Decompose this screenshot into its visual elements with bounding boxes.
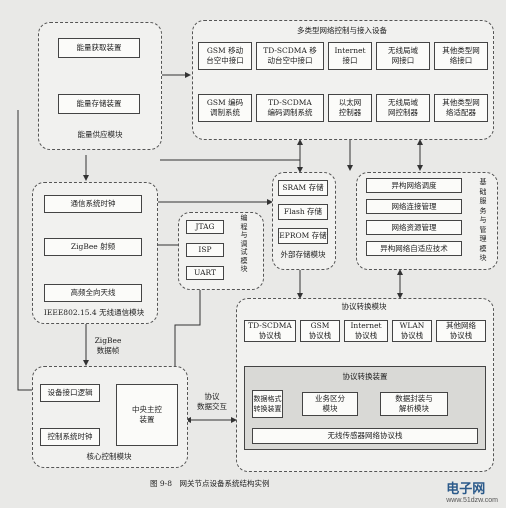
wlan-controller: 无线局域 网控制器 bbox=[376, 94, 430, 122]
comm-clock-box: 通信系统时钟 bbox=[44, 195, 142, 213]
site-watermark: 电子网 www.51dzw.com bbox=[446, 478, 498, 504]
multi-network-title: 多类型网络控制与接入设备 bbox=[297, 26, 387, 35]
jtag-box: JTAG bbox=[186, 220, 224, 234]
hetero-schedule-box: 异构网络调度 bbox=[366, 178, 462, 193]
watermark-brand: 电子网 bbox=[446, 481, 486, 496]
power-line-storage bbox=[160, 159, 303, 173]
gsm-codec: GSM 编码 调制系统 bbox=[198, 94, 252, 122]
isp-box: ISP bbox=[186, 243, 224, 257]
format-convert-box: 数据格式 转换装置 bbox=[252, 390, 283, 418]
tdscdma-stack: TD-SCDMA 协议栈 bbox=[244, 320, 296, 342]
multi-network-group bbox=[192, 20, 494, 140]
zigbee-module-label: IEEE802.15.4 无线通信模块 bbox=[43, 308, 145, 317]
device-interface-box: 设备接口逻辑 bbox=[40, 384, 100, 402]
antenna-box: 高频全向天线 bbox=[44, 284, 142, 302]
ethernet-controller: 以太网 控制器 bbox=[328, 94, 372, 122]
basic-module-label: 基 础 服 务 与 管 理 模 块 bbox=[479, 178, 487, 262]
sensor-stack-box: 无线传感器网络协议栈 bbox=[252, 428, 478, 444]
protocol-title: 协议转换模块 bbox=[341, 302, 387, 311]
wlan-interface: 无线局域 网接口 bbox=[376, 42, 430, 70]
gsm-stack: GSM 协议栈 bbox=[300, 320, 340, 342]
pack-parse-box: 数据封装与 解析模块 bbox=[380, 392, 448, 416]
energy-module-label: 能量供应模块 bbox=[77, 130, 123, 139]
sram-box: SRAM 存储 bbox=[278, 180, 328, 196]
adaptive-tech-box: 异构网络自适应技术 bbox=[366, 241, 462, 256]
flash-box: Flash 存储 bbox=[278, 204, 328, 220]
other-stack: 其他网络 协议栈 bbox=[436, 320, 486, 342]
business-box: 业务区分 模块 bbox=[302, 392, 358, 416]
internet-interface: Internet 接口 bbox=[328, 42, 372, 70]
other-net-adapter: 其他类型网 络适配器 bbox=[434, 94, 488, 122]
other-net-interface: 其他类型网 络接口 bbox=[434, 42, 488, 70]
connection-mgmt-box: 网络连接管理 bbox=[366, 199, 462, 214]
energy-acquire-box: 能量获取装置 bbox=[58, 38, 140, 58]
gsm-air-interface: GSM 移动 台空中接口 bbox=[198, 42, 252, 70]
tdscdma-codec: TD-SCDMA 编码调制系统 bbox=[256, 94, 324, 122]
energy-store-box: 能量存储装置 bbox=[58, 94, 140, 114]
figure-caption: 图 9-8 网关节点设备系统结构实例 bbox=[150, 479, 270, 488]
storage-module-label: 外部存储模块 bbox=[280, 250, 326, 259]
debug-module-label: 编 程 与 调 试 模 块 bbox=[240, 214, 248, 273]
protocol-device-label: 协议转换装置 bbox=[342, 372, 388, 381]
eprom-box: EPROM 存储 bbox=[278, 228, 328, 244]
central-control-box: 中央主控 装置 bbox=[116, 384, 178, 446]
watermark-url: www.51dzw.com bbox=[446, 497, 498, 504]
uart-box: UART bbox=[186, 266, 224, 280]
internet-stack: Internet 协议栈 bbox=[344, 320, 388, 342]
protocol-exchange-label: 协议 数据交互 bbox=[197, 392, 227, 411]
wlan-stack: WLAN 协议栈 bbox=[392, 320, 432, 342]
power-line-core bbox=[17, 110, 39, 393]
tdscdma-air-interface: TD-SCDMA 移 动台空中接口 bbox=[256, 42, 324, 70]
resource-mgmt-box: 网络资源管理 bbox=[366, 220, 462, 235]
zigbee-frame-label: ZigBee 数据帧 bbox=[94, 336, 122, 355]
core-module-label: 核心控制模块 bbox=[86, 452, 132, 461]
control-clock-box: 控制系统时钟 bbox=[40, 428, 100, 446]
zigbee-rf-box: ZigBee 射频 bbox=[44, 238, 142, 256]
